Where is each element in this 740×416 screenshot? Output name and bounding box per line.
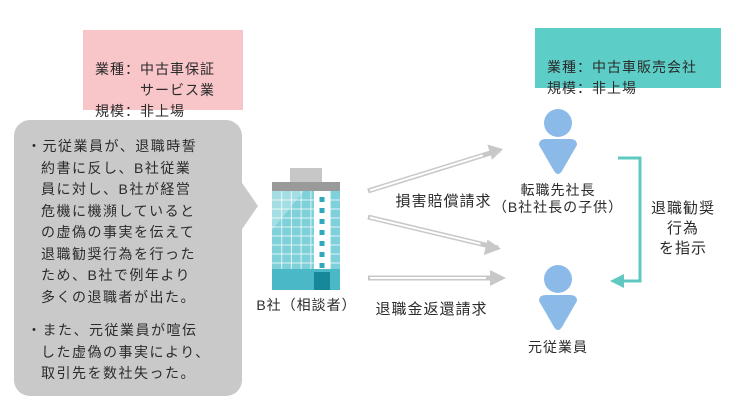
industry-box-consultant: 業種：中古車保証 サービス業 規模：非上場	[83, 30, 243, 119]
industry-box-counterpart-text: 業種：中古車販売会社 規模：非上場	[547, 59, 697, 96]
damage-claim-label: 損害賠償請求	[395, 193, 492, 210]
instruction-label: 退職勧奨 行為 を指示	[650, 200, 715, 257]
case-summary-bubble: ・元従業員が、退職時誓 約書に反し、B社従業 員に対し、B社が経営 危機に機瀕し…	[14, 120, 242, 396]
bubble-tail	[240, 180, 258, 232]
industry-box-consultant-text: 業種：中古車保証 サービス業 規模：非上場	[95, 61, 215, 119]
company-building-icon	[272, 168, 340, 290]
case-bullet-1: ・元従業員が、退職時誓 約書に反し、B社従業 員に対し、B社が経営 危機に機瀕し…	[27, 138, 198, 305]
former-employee-label: 元従業員	[528, 339, 588, 355]
building-roof-band	[272, 182, 340, 191]
severance-return-arrow	[368, 270, 506, 286]
damage-claim-arrow-to-employee	[367, 214, 501, 256]
building-strip-windows	[319, 197, 325, 268]
building-roof-cap	[290, 168, 322, 183]
former-employee-person-icon	[539, 265, 577, 330]
building-glass-highlight	[272, 191, 304, 230]
building-entrance	[314, 272, 330, 290]
president-person-icon	[539, 109, 577, 174]
president-label: 転職先社長 （B社社長の子供）	[492, 182, 624, 215]
industry-box-counterpart: 業種：中古車販売会社 規模：非上場	[535, 28, 721, 96]
case-bullet-2: ・また、元従業員が喧伝 した虚偽の事実により、 取引先を数社失った。	[27, 322, 211, 381]
severance-return-label: 退職金返還請求	[375, 301, 488, 318]
company-label: B社（相談者）	[256, 297, 357, 313]
instruction-bracket-arrow	[610, 156, 642, 288]
